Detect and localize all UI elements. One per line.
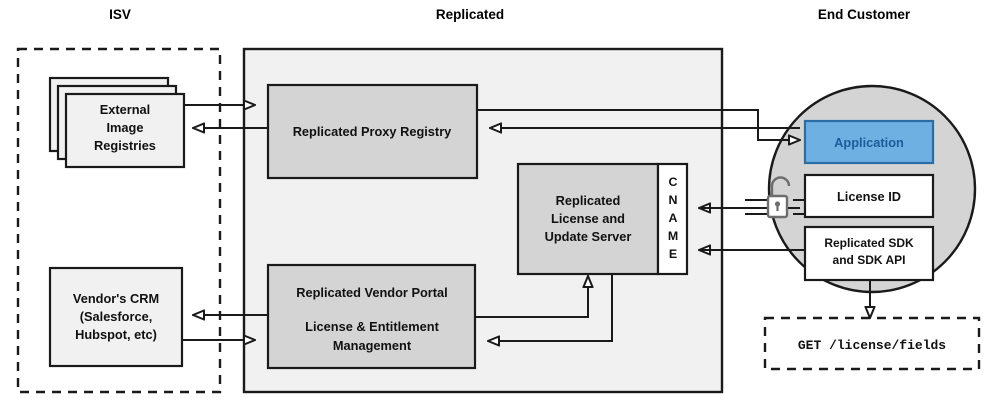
license-server-label-2: License and (551, 211, 625, 226)
cname-letter-2: N (669, 193, 678, 207)
license-server-label-3: Update Server (545, 229, 632, 244)
license-id-box (803, 173, 935, 219)
column-header-end-customer: End Customer (818, 7, 911, 22)
isv-boundary (16, 47, 222, 394)
unlock-icon (766, 176, 791, 219)
sdk-label-2: and SDK API (833, 253, 906, 267)
vendor-crm-box (48, 266, 184, 368)
cname-letter-1: C (669, 175, 678, 189)
api-call-label: GET /license/fields (798, 338, 946, 353)
cname-letter-5: E (669, 247, 677, 261)
external-registries-box (64, 92, 186, 169)
vendor-portal-label-3: Management (333, 338, 412, 353)
proxy-registry-label: Replicated Proxy Registry (293, 124, 452, 139)
cname-letter-3: A (669, 211, 678, 225)
vendor-crm-label-2: (Salesforce, (80, 309, 153, 324)
api-call-box (763, 316, 981, 371)
vendor-portal-label-2: License & Entitlement (305, 319, 439, 334)
vendor-crm-label-3: Hubspot, etc) (75, 327, 157, 342)
license-server-box (516, 162, 660, 276)
connector-license-server-to-portal (488, 268, 613, 341)
license-server-label-1: Replicated (556, 193, 621, 208)
connector-portal-to-license-server (475, 276, 588, 318)
column-header-replicated: Replicated (436, 7, 504, 22)
sdk-box (803, 225, 935, 282)
cname-box (656, 162, 689, 276)
connector-proxy-to-application (477, 109, 800, 140)
vendor-crm-label-1: Vendor's CRM (73, 291, 159, 306)
sdk-label-1: Replicated SDK (824, 236, 914, 250)
license-id-label: License ID (837, 189, 901, 204)
vendor-portal-box (266, 263, 477, 370)
vendor-portal-label-1: Replicated Vendor Portal (296, 285, 447, 300)
external-registries-label-1: External (100, 102, 151, 117)
application-label: Application (834, 135, 904, 150)
column-header-isv: ISV (109, 7, 131, 22)
external-registries-label-3: Registries (94, 138, 156, 153)
cname-letter-4: M (668, 229, 678, 243)
proxy-registry-box (266, 83, 479, 180)
application-box (803, 119, 935, 165)
external-registries-label-2: Image (107, 120, 144, 135)
